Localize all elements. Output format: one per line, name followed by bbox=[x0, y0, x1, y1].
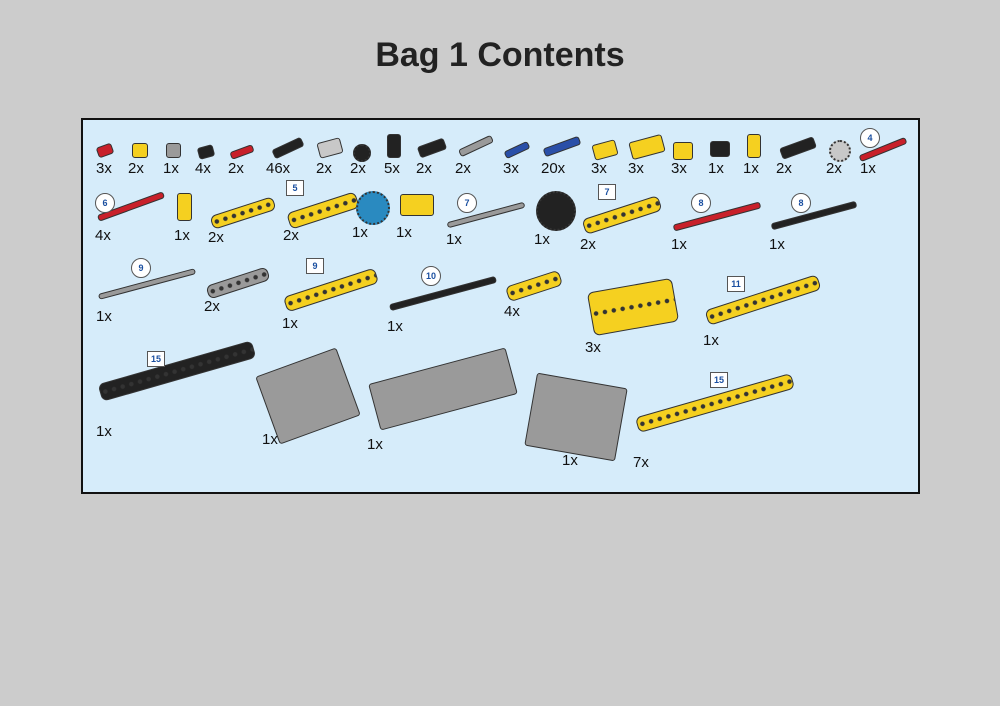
part-length-label: 6 bbox=[95, 193, 115, 213]
part-image bbox=[542, 135, 582, 158]
part-image bbox=[205, 266, 271, 300]
part-count: 1x bbox=[703, 332, 719, 349]
part-image bbox=[97, 340, 257, 402]
part-image bbox=[286, 191, 360, 230]
part-count: 3x bbox=[591, 160, 607, 177]
part-image bbox=[747, 134, 761, 158]
part-count: 2x bbox=[283, 227, 299, 244]
part-image bbox=[503, 140, 531, 160]
part-length-label: 15 bbox=[710, 372, 728, 388]
part-image bbox=[271, 136, 305, 160]
part-count: 3x bbox=[671, 160, 687, 177]
part-count: 2x bbox=[208, 229, 224, 246]
part-length-label: 7 bbox=[598, 184, 616, 200]
page-title: Bag 1 Contents bbox=[375, 36, 625, 74]
part-image bbox=[710, 141, 730, 157]
part-count: 1x bbox=[671, 236, 687, 253]
part-image bbox=[829, 140, 851, 162]
part-image bbox=[177, 193, 192, 221]
part-count: 2x bbox=[204, 298, 220, 315]
part-count: 2x bbox=[826, 160, 842, 177]
part-count: 2x bbox=[776, 160, 792, 177]
part-count: 2x bbox=[228, 160, 244, 177]
part-image bbox=[229, 144, 255, 160]
part-count: 20x bbox=[541, 160, 566, 177]
part-image bbox=[586, 277, 680, 337]
part-length-label: 10 bbox=[421, 266, 441, 286]
part-count: 1x bbox=[174, 227, 190, 244]
part-image bbox=[388, 275, 498, 312]
part-count: 1x bbox=[163, 160, 179, 177]
part-count: 4x bbox=[95, 227, 111, 244]
part-image bbox=[400, 194, 434, 216]
part-count: 1x bbox=[96, 423, 112, 440]
part-image bbox=[132, 143, 148, 158]
part-count: 1x bbox=[743, 160, 759, 177]
part-length-label: 4 bbox=[860, 128, 880, 148]
part-image bbox=[770, 200, 858, 231]
part-count: 2x bbox=[128, 160, 144, 177]
part-count: 1x bbox=[708, 160, 724, 177]
part-image bbox=[209, 196, 277, 230]
part-count: 1x bbox=[396, 224, 412, 241]
part-image bbox=[255, 347, 361, 445]
part-count: 2x bbox=[455, 160, 471, 177]
part-image bbox=[356, 191, 390, 225]
part-image bbox=[316, 137, 344, 159]
part-count: 3x bbox=[585, 339, 601, 356]
part-image bbox=[166, 143, 181, 158]
part-image bbox=[368, 347, 518, 431]
part-length-label: 11 bbox=[727, 276, 745, 292]
part-count: 2x bbox=[316, 160, 332, 177]
part-count: 1x bbox=[562, 452, 578, 469]
part-image bbox=[95, 142, 115, 159]
part-count: 1x bbox=[96, 308, 112, 325]
part-image bbox=[704, 274, 822, 326]
part-count: 3x bbox=[503, 160, 519, 177]
part-count: 1x bbox=[262, 431, 278, 448]
part-length-label: 8 bbox=[791, 193, 811, 213]
part-count: 2x bbox=[350, 160, 366, 177]
part-image bbox=[581, 195, 663, 235]
part-image bbox=[524, 372, 628, 462]
part-length-label: 9 bbox=[306, 258, 324, 274]
part-count: 1x bbox=[352, 224, 368, 241]
part-count: 3x bbox=[96, 160, 112, 177]
part-length-label: 5 bbox=[286, 180, 304, 196]
part-image bbox=[628, 133, 666, 161]
part-image bbox=[457, 134, 495, 158]
part-image bbox=[591, 139, 619, 161]
part-count: 4x bbox=[195, 160, 211, 177]
part-image bbox=[504, 269, 564, 303]
part-count: 5x bbox=[384, 160, 400, 177]
part-count: 1x bbox=[534, 231, 550, 248]
part-count: 2x bbox=[416, 160, 432, 177]
part-count: 1x bbox=[860, 160, 876, 177]
part-length-label: 7 bbox=[457, 193, 477, 213]
part-image bbox=[779, 136, 817, 160]
part-count: 1x bbox=[282, 315, 298, 332]
part-count: 3x bbox=[628, 160, 644, 177]
part-image bbox=[536, 191, 576, 231]
part-image bbox=[387, 134, 401, 158]
part-count: 1x bbox=[446, 231, 462, 248]
part-image bbox=[353, 144, 371, 162]
part-count: 4x bbox=[504, 303, 520, 320]
part-length-label: 15 bbox=[147, 351, 165, 367]
part-length-label: 8 bbox=[691, 193, 711, 213]
parts-list-panel: 3x 2x 1x 4x 2x 46x 2x 2x 5x 2x 2x 3x 20x 3x 3x 3x 1x 1x 2x… bbox=[81, 118, 920, 494]
part-count: 7x bbox=[633, 454, 649, 471]
part-count: 1x bbox=[769, 236, 785, 253]
part-count: 2x bbox=[580, 236, 596, 253]
part-image bbox=[196, 144, 216, 160]
part-image bbox=[672, 201, 762, 232]
part-image bbox=[416, 137, 448, 159]
part-image bbox=[282, 267, 380, 313]
part-image bbox=[673, 142, 693, 160]
part-count: 1x bbox=[387, 318, 403, 335]
part-count: 46x bbox=[266, 160, 291, 177]
part-count: 1x bbox=[367, 436, 383, 453]
part-length-label: 9 bbox=[131, 258, 151, 278]
